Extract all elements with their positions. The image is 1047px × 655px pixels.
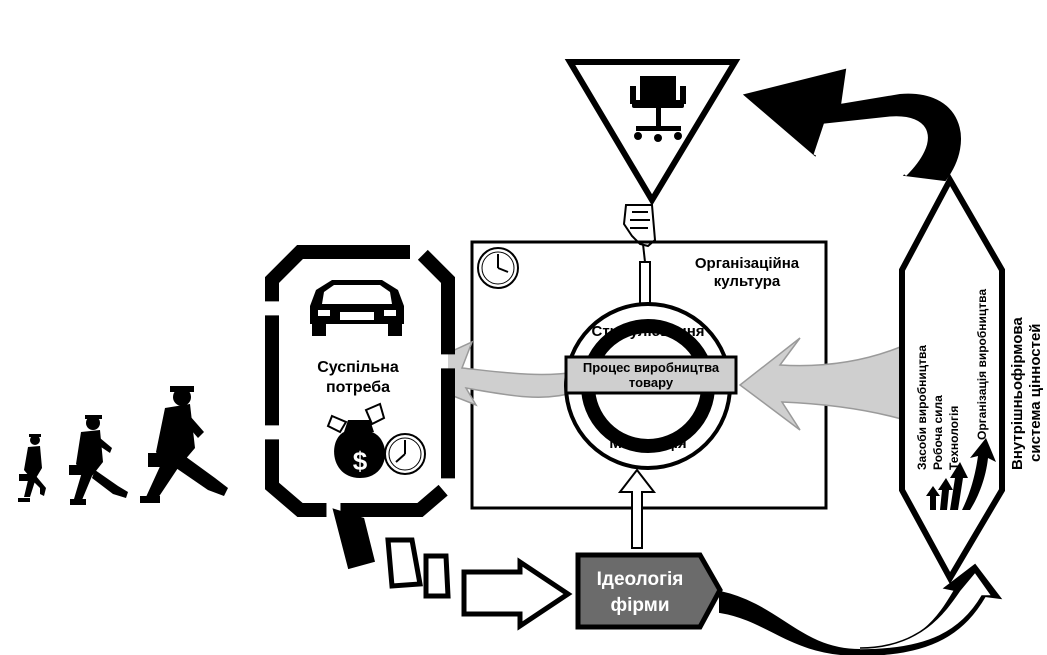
up-arrow: [617, 468, 657, 549]
clock-icon: [477, 247, 519, 289]
production-process-label-2: товару: [629, 375, 674, 390]
grey-arrow-inbound: [738, 337, 906, 431]
ideology-label: Ідеологія: [597, 569, 684, 590]
office-chair-icon: [630, 76, 686, 142]
values-system-label-2: система цінностей: [1027, 323, 1044, 462]
pointing-hand-icon: [622, 204, 657, 263]
factor-item: Технологія: [947, 406, 961, 470]
growth-arrows-icon: [926, 438, 996, 510]
ideology-label-2: фірми: [611, 595, 670, 616]
production-process-label: Процес виробництва: [583, 360, 720, 375]
social-need-label: Суспільна: [317, 359, 399, 376]
runner-icon: [69, 415, 128, 505]
ideology-pentagon: [575, 552, 723, 630]
runner-icon: [18, 434, 46, 502]
motivation-label: Мотивація: [609, 435, 686, 452]
production-process-bar: [564, 355, 738, 395]
factor-item: Робоча сила: [931, 395, 945, 470]
runner-icon: [140, 386, 228, 503]
car-icon: [310, 280, 404, 336]
chain-arrow: [332, 508, 573, 631]
org-culture-label-2: культура: [714, 273, 781, 290]
money-bag-icon: $: [326, 402, 386, 478]
org-culture-label: Організаційна: [695, 255, 800, 272]
factor-item: Організація виробництва: [975, 289, 989, 440]
svg-text:$: $: [353, 446, 368, 476]
values-system-label: Внутрішньофірмова: [1009, 317, 1026, 470]
factors-list: Засоби виробництва Робоча сила Технологі…: [915, 289, 989, 470]
stimulation-label: Стимулювання: [591, 323, 704, 340]
factor-item: Засоби виробництва: [915, 345, 929, 470]
feedback-arrow-top: [742, 68, 961, 182]
clock-icon: [384, 433, 426, 475]
social-need-label-2: потреба: [326, 379, 390, 396]
